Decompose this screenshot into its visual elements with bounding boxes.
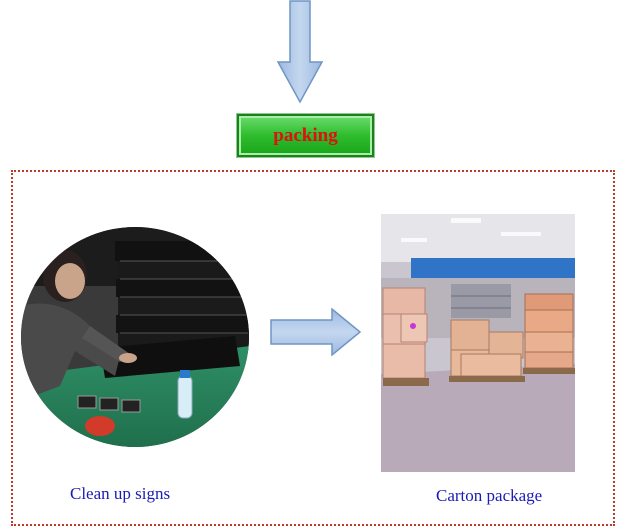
process-frame — [11, 170, 615, 526]
clean-up-signs-photo — [21, 227, 249, 447]
packing-step-box: packing — [237, 114, 374, 157]
right-arrow-icon — [270, 308, 362, 356]
down-arrow-icon — [276, 0, 324, 104]
carton-package-photo — [381, 214, 575, 472]
clean-up-signs-caption: Clean up signs — [70, 484, 171, 503]
carton-package-caption: Carton package — [436, 486, 543, 505]
packing-step-label: packing — [273, 124, 338, 146]
